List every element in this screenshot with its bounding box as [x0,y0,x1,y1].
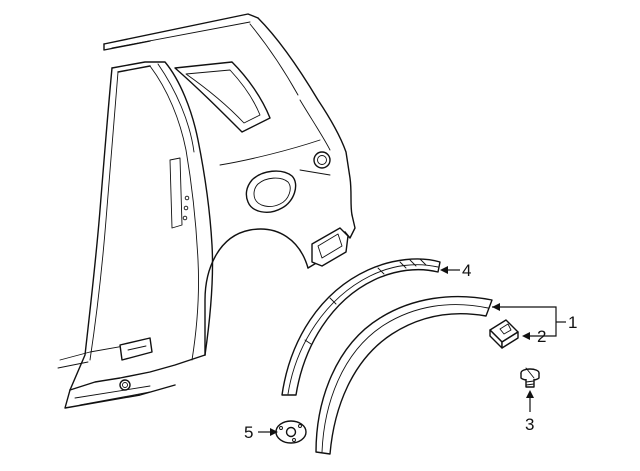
screw-part-3 [520,367,540,388]
grommet-part-5 [275,420,307,444]
callout-1: 1 [568,313,577,332]
arch-liner-part-4 [281,258,441,396]
leader-lines [258,266,566,436]
callout-3: 3 [525,415,534,434]
clip-part-2 [489,319,519,349]
wheel-molding-part-1 [315,295,493,455]
quarter-panel [57,13,356,409]
callout-5: 5 [244,423,253,442]
callout-4: 4 [462,261,471,280]
callout-2: 2 [537,327,546,346]
